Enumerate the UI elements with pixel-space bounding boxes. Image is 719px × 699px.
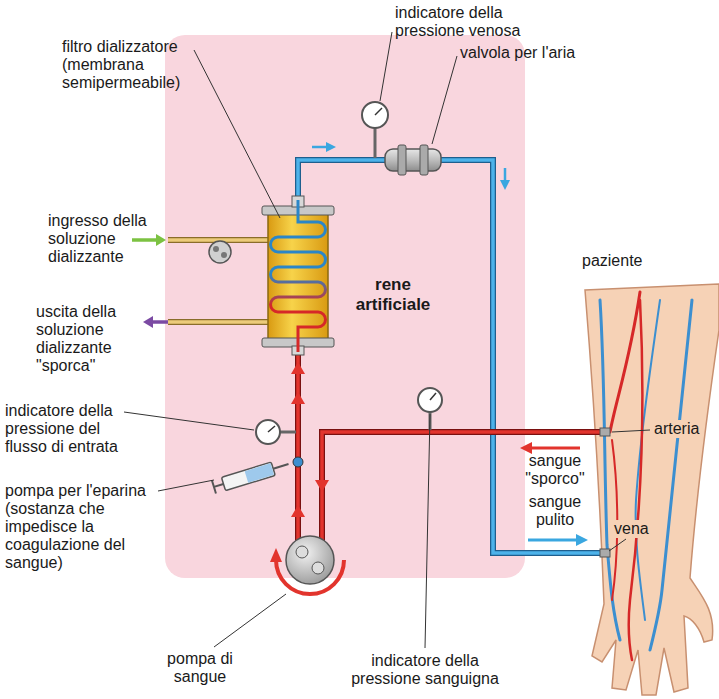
air-valve: [385, 145, 441, 175]
arm-vessels: [600, 292, 692, 660]
clean-flow-arrowhead: [576, 534, 588, 546]
top-flow-arrowhead: [326, 142, 336, 152]
vein-needle: [600, 549, 610, 557]
side-flow-arrowhead: [500, 180, 510, 190]
inflow-arrow: [132, 238, 158, 242]
part-label: filtro dializzatore (membrana semipermea…: [62, 38, 212, 92]
dialyzer-filter: [262, 196, 334, 355]
part-label: indicatore della pressione sanguigna: [340, 652, 510, 688]
top-flow-arrow: [312, 146, 328, 149]
kidney-region: [165, 35, 525, 578]
part-label: arteria: [652, 420, 701, 438]
leader-lines: [124, 32, 650, 648]
dirty-blood-tube-core: [298, 350, 603, 572]
region-title: rene artificiale: [343, 275, 443, 315]
clean-blood-tube: [298, 160, 603, 553]
part-label: paziente: [582, 252, 692, 270]
clean-flow-arrow: [528, 539, 578, 542]
kidney-region: rene artificiale: [165, 35, 525, 578]
outflow-arrowhead: [143, 316, 153, 328]
side-flow-arrow: [504, 168, 507, 182]
part-label: indicatore della pressione venosa: [395, 4, 565, 40]
part-label: vena: [612, 520, 651, 538]
inflow-pressure-gauge: [256, 420, 296, 444]
artery-needle: [600, 428, 610, 436]
heparin-syringe: [212, 457, 303, 494]
part-label: sangue "sporco": [515, 452, 595, 488]
flow-arrows: [291, 362, 329, 517]
blood-pump: [270, 536, 344, 594]
part-label: ingresso della soluzione dializzante: [48, 212, 168, 266]
inflow-arrowhead: [156, 234, 166, 246]
outflow-arrow: [152, 320, 168, 324]
dirty-blood-tube: [298, 350, 603, 572]
dirty-flow-arrow: [530, 447, 580, 450]
part-label: uscita della soluzione dializzante "spor…: [36, 303, 136, 375]
part-label: valvola per l'aria: [460, 44, 610, 62]
patient-arm: [585, 284, 719, 695]
clean-blood-tube-core: [298, 160, 603, 553]
part-label: pompa di sangue: [160, 650, 240, 686]
part-label: sangue pulito: [518, 493, 592, 529]
venous-pressure-gauge: [362, 102, 388, 158]
dialysate-tubes: [168, 240, 268, 322]
part-label: pompa per l'eparina (sostanza che impedi…: [5, 482, 170, 572]
part-label: indicatore della pressione del flusso di…: [5, 402, 140, 456]
